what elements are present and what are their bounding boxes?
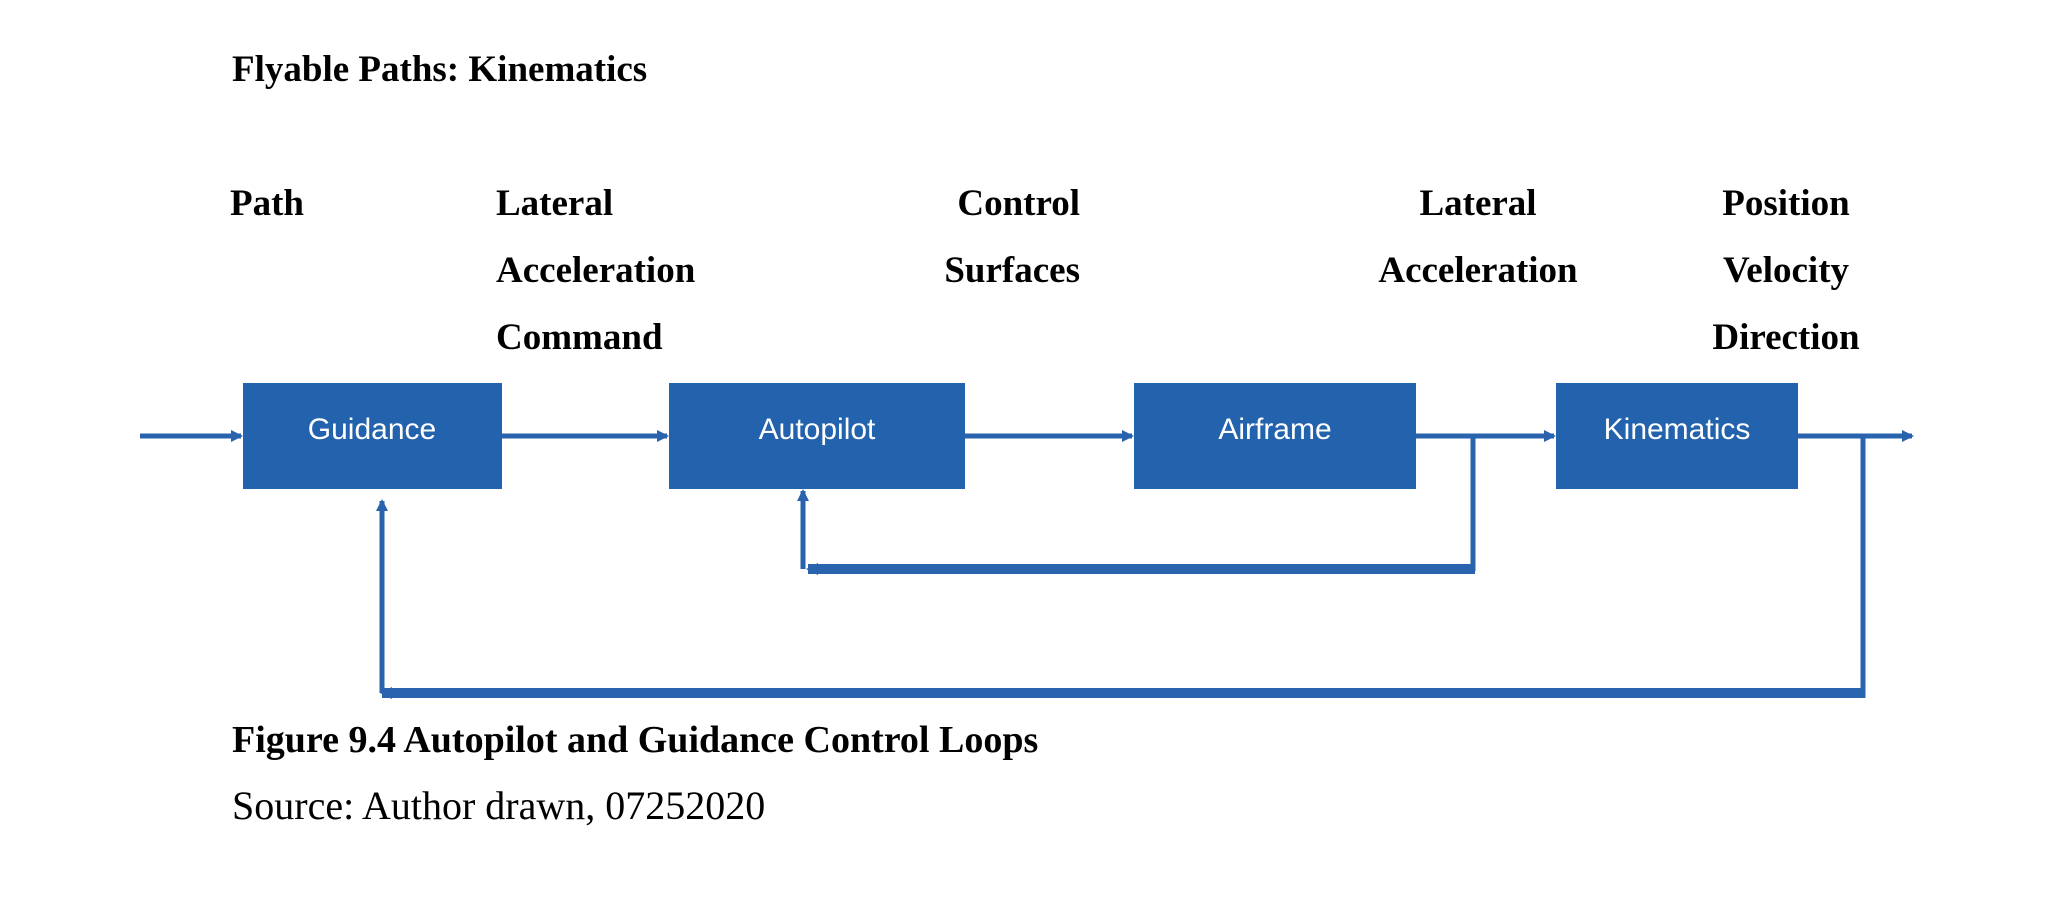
signal-label-line: Acceleration [1378,250,1578,291]
kinematics-block-label: Kinematics [1604,413,1751,446]
signal-label-line: Velocity [1722,250,1850,291]
signal-label-line: Acceleration [496,250,696,291]
signal-label-path: Path [230,170,304,237]
page-title: Flyable Paths: Kinematics [232,49,648,90]
signal-label-position-velocity-direction: Position Velocity Direction [1696,170,1876,371]
signal-label-lateral-acceleration-command: Lateral Acceleration Command [496,170,695,371]
signal-label-line: Lateral [1419,183,1537,224]
signal-label-line: Path [230,183,304,224]
inner-feedback-loop [797,436,1476,575]
guidance-block-label: Guidance [308,413,436,446]
kinematics-block: Kinematics [1556,383,1798,489]
guidance-block: Guidance [243,383,502,489]
signal-label-line: Lateral [496,183,614,224]
autopilot-block: Autopilot [669,383,965,489]
figure-source: Source: Author drawn, 07252020 [232,783,766,828]
figure-caption: Figure 9.4 Autopilot and Guidance Contro… [232,719,1039,761]
signal-label-line: Direction [1712,317,1860,358]
outer-feedback-loop [376,436,1866,699]
signal-label-line: Surfaces [944,250,1080,291]
signal-label-line: Position [1722,183,1850,224]
signal-label-line: Control [957,183,1080,224]
airframe-block: Airframe [1134,383,1416,489]
signal-label-line: Command [496,317,663,358]
signal-label-control-surfaces: Control Surfaces [930,170,1080,304]
autopilot-block-label: Autopilot [759,413,876,446]
airframe-block-label: Airframe [1218,413,1331,446]
signal-label-lateral-acceleration: Lateral Acceleration [1368,170,1588,304]
